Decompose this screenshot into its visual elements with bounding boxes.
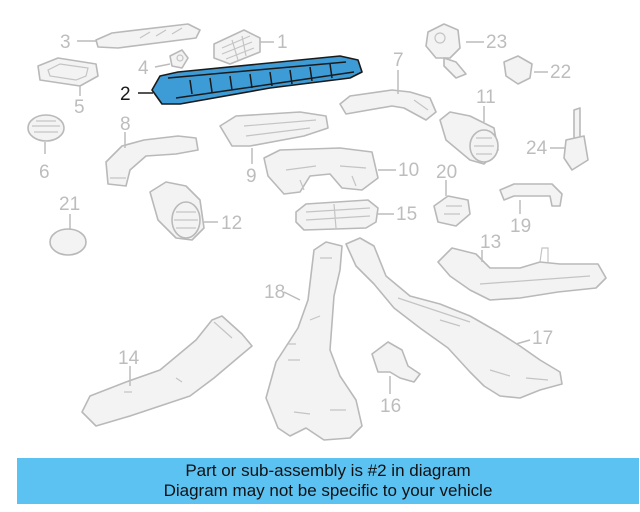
- part-24: 24: [526, 107, 589, 171]
- callout-22: 22: [550, 62, 571, 83]
- callout-4: 4: [138, 58, 149, 79]
- callout-20: 20: [436, 162, 457, 183]
- callout-21: 21: [59, 194, 80, 215]
- callout-17: 17: [532, 328, 553, 349]
- callout-10: 10: [398, 160, 419, 181]
- callout-15: 15: [396, 204, 417, 225]
- callout-23: 23: [486, 32, 507, 53]
- part-22: 22: [503, 55, 571, 85]
- part-19: 19: [499, 183, 563, 237]
- part-5: 5: [37, 57, 99, 118]
- part-23: 23: [425, 23, 507, 79]
- part-6: 6: [27, 114, 65, 183]
- callout-5: 5: [74, 97, 85, 118]
- callout-3: 3: [60, 32, 71, 53]
- callout-9: 9: [246, 166, 257, 187]
- part-3: 3: [60, 23, 201, 53]
- part-15: 15: [295, 199, 417, 231]
- part-14: 14: [81, 315, 253, 427]
- banner-line-part-info: Part or sub-assembly is #2 in diagram: [185, 461, 471, 480]
- callout-11: 11: [476, 87, 496, 108]
- callout-24: 24: [526, 138, 548, 159]
- callout-18: 18: [264, 282, 285, 303]
- part-8: 8: [105, 114, 199, 187]
- callout-19: 19: [510, 216, 531, 237]
- part-18: 18: [264, 241, 363, 441]
- info-banner: Part or sub-assembly is #2 in diagram Di…: [17, 458, 639, 504]
- parts-diagram: 3 4 1 5 6 2 23: [27, 23, 607, 441]
- callout-13: 13: [480, 232, 501, 253]
- part-10: 10: [263, 147, 419, 195]
- banner-line-disclaimer: Diagram may not be specific to your vehi…: [163, 481, 493, 500]
- part-21: 21: [49, 194, 87, 256]
- part-7: 7: [339, 50, 437, 121]
- callout-7: 7: [393, 50, 404, 71]
- part-4: 4: [138, 49, 189, 79]
- callout-16: 16: [380, 396, 401, 417]
- part-9: 9: [219, 111, 329, 187]
- part-16: 16: [371, 341, 421, 417]
- callout-8: 8: [120, 114, 131, 135]
- callout-14: 14: [118, 348, 140, 369]
- callout-1: 1: [277, 32, 288, 53]
- part-17: 17: [345, 237, 563, 399]
- part-13: 13: [437, 232, 607, 301]
- callout-6: 6: [39, 162, 50, 183]
- part-1: 1: [213, 29, 288, 65]
- callout-2: 2: [120, 84, 131, 105]
- part-11: 11: [439, 87, 499, 165]
- callout-12: 12: [221, 213, 242, 234]
- part-2-highlighted: 2: [120, 55, 363, 105]
- part-20: 20: [433, 162, 471, 227]
- part-12: 12: [149, 181, 242, 241]
